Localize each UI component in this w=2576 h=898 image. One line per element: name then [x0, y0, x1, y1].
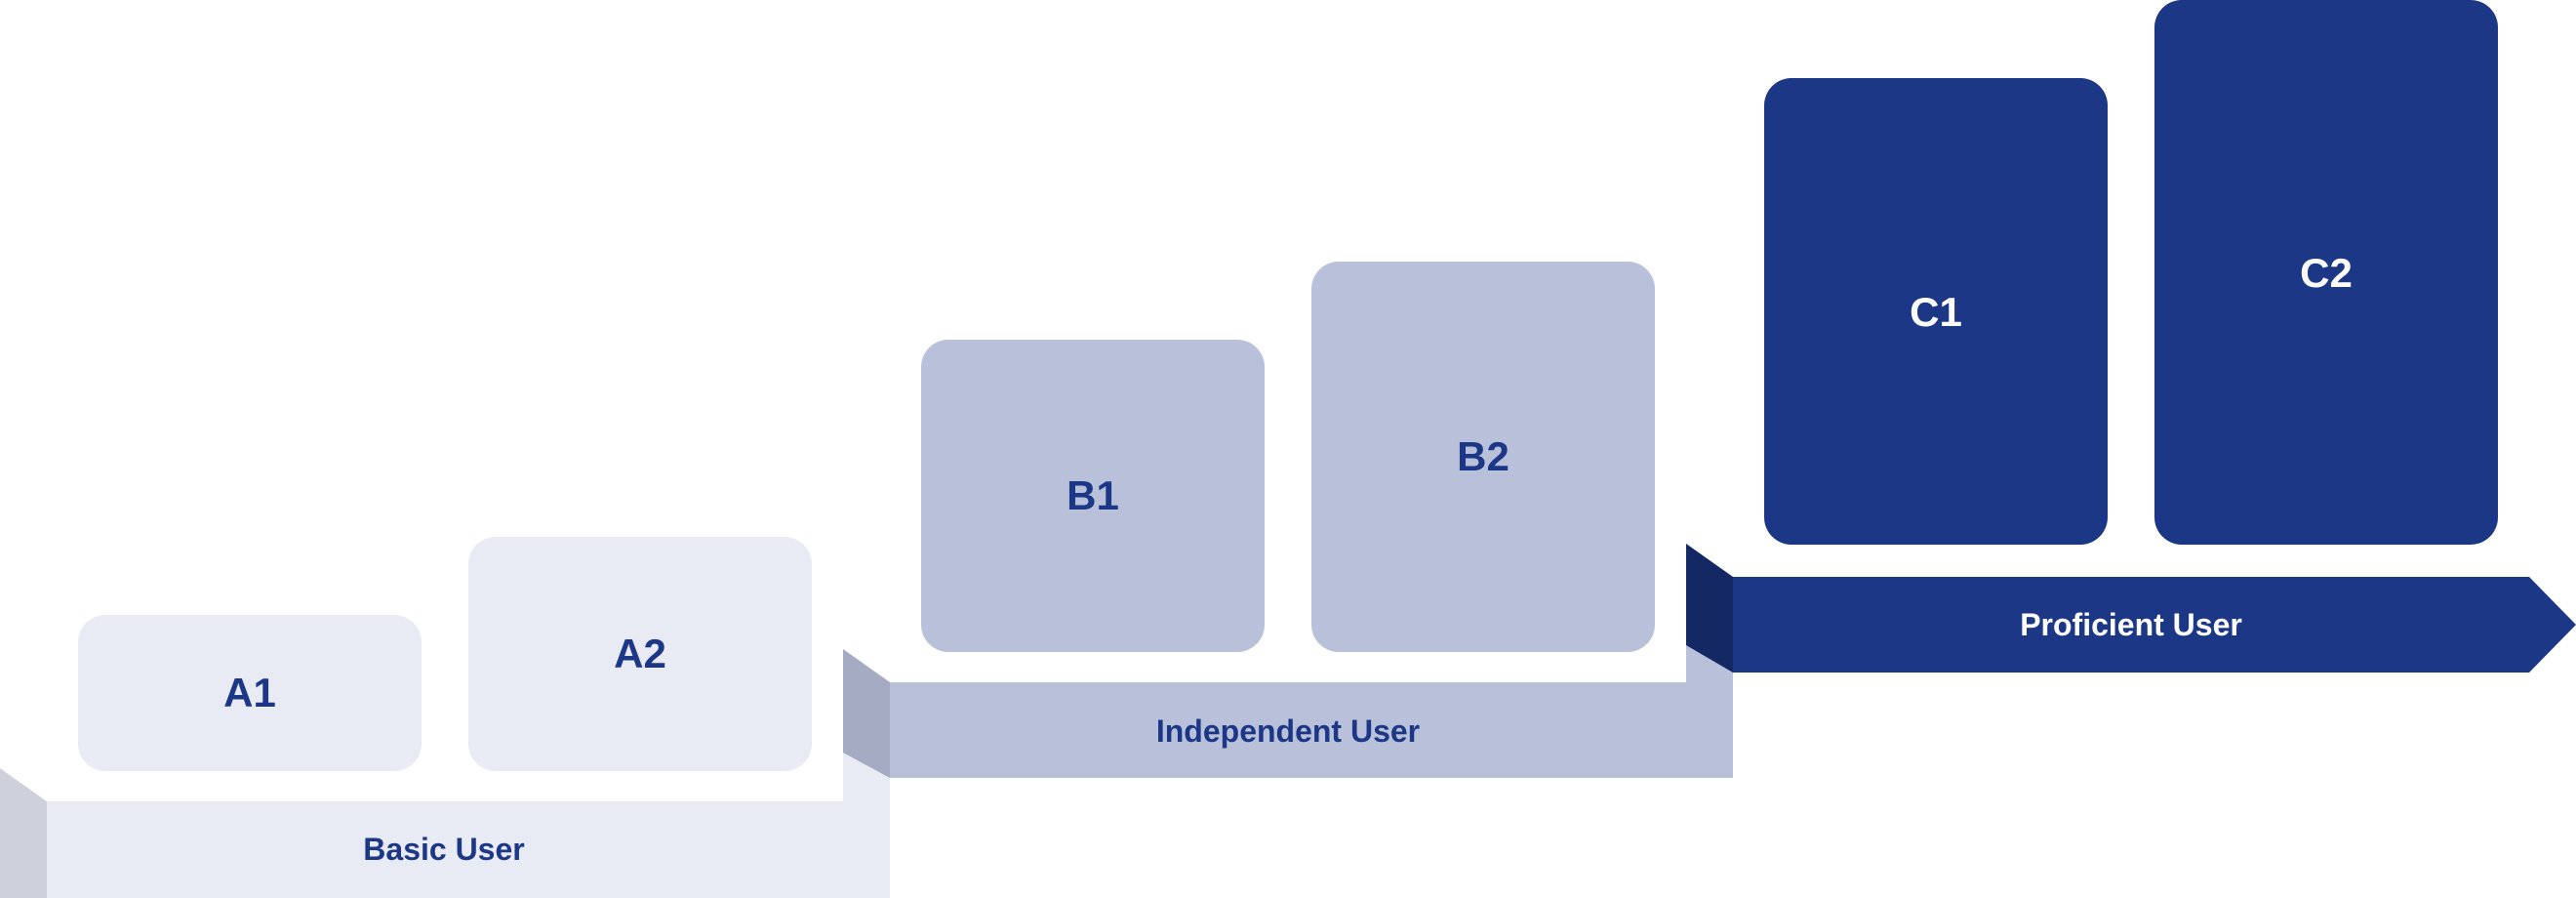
- card-c1-label: C1: [1910, 289, 1962, 335]
- independent-band: [890, 544, 1733, 778]
- card-b1-label: B1: [1067, 472, 1119, 518]
- level-proficient: Proficient User C1 C2: [1733, 0, 2576, 673]
- card-c1: [1764, 78, 2108, 545]
- basic-band-label: Basic User: [363, 832, 524, 867]
- card-a1: [78, 615, 422, 771]
- card-b2: [1311, 262, 1655, 652]
- basic-band: [47, 649, 890, 898]
- proficient-band-fold: [1686, 544, 1733, 673]
- independent-band-fold: [843, 649, 890, 778]
- card-a2-label: A2: [614, 631, 666, 676]
- card-a1-label: A1: [223, 670, 276, 715]
- proficient-band-arrow: [1733, 577, 2576, 673]
- card-b2-label: B2: [1457, 433, 1509, 479]
- card-c2-label: C2: [2300, 250, 2353, 296]
- level-independent: Independent User B1 B2: [890, 262, 1733, 778]
- level-basic: Basic User A1 A2: [0, 537, 890, 898]
- basic-band-fold: [0, 768, 47, 898]
- card-b1: [921, 340, 1265, 652]
- independent-band-label: Independent User: [1156, 714, 1420, 749]
- card-a2: [468, 537, 812, 771]
- proficient-band-label: Proficient User: [2020, 607, 2242, 642]
- card-c2: [2154, 0, 2498, 545]
